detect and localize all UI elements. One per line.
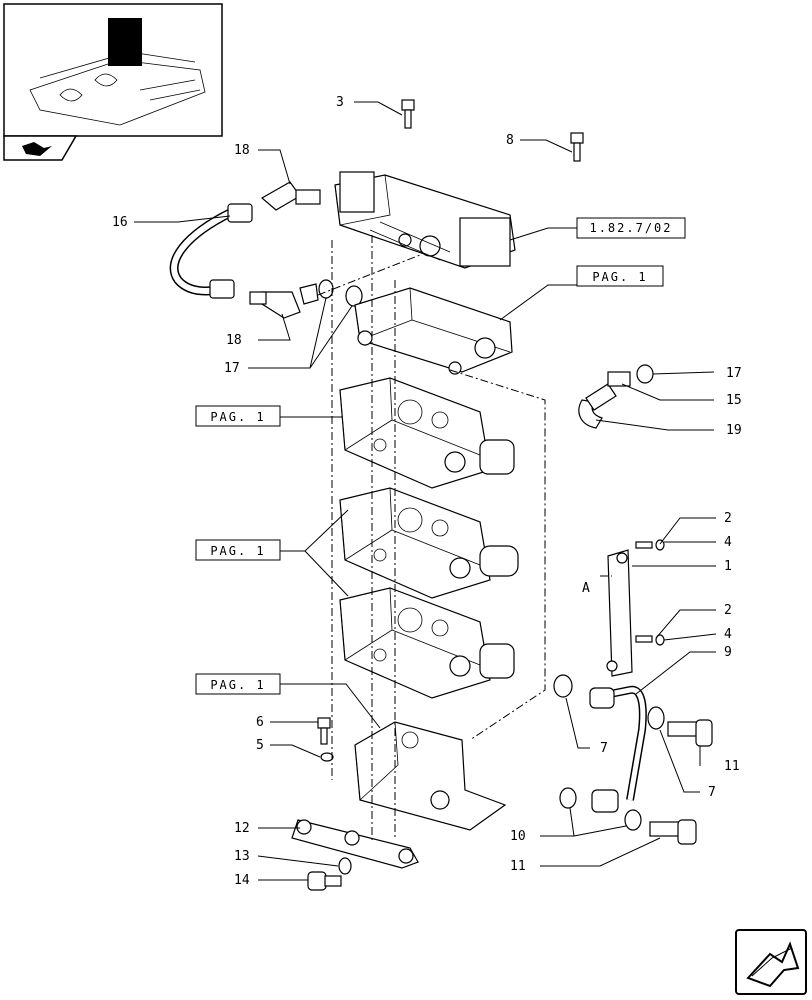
inlet-cover-plate bbox=[354, 287, 513, 375]
bolt-part-6 bbox=[317, 717, 331, 745]
callout-18-bottom: 18 bbox=[226, 333, 242, 348]
leader-lines bbox=[134, 101, 717, 881]
banjo-bolt-part-11a bbox=[667, 719, 713, 747]
bolt-part-8 bbox=[570, 132, 584, 162]
callout-4-bottom: 4 bbox=[724, 627, 732, 642]
callout-15: 15 bbox=[726, 393, 742, 408]
callout-6: 6 bbox=[256, 715, 264, 730]
seal-part-17c bbox=[636, 364, 654, 384]
control-valve-section-2 bbox=[339, 487, 519, 599]
elbow-fitting-part-19 bbox=[578, 383, 617, 429]
callout-4-top: 4 bbox=[724, 535, 732, 550]
callout-3: 3 bbox=[336, 95, 344, 110]
assembly-centerlines bbox=[317, 235, 612, 840]
callout-17-right: 17 bbox=[726, 366, 742, 381]
bolt-part-3 bbox=[401, 99, 415, 129]
callout-1: 1 bbox=[724, 559, 732, 574]
callout-14: 14 bbox=[234, 873, 250, 888]
end-cover bbox=[354, 721, 507, 831]
link-part-12 bbox=[291, 819, 419, 869]
hydraulic-hose-part-16 bbox=[169, 181, 321, 319]
tube-part-9 bbox=[589, 685, 647, 813]
callout-2-top: 2 bbox=[724, 511, 732, 526]
callout-19: 19 bbox=[726, 423, 742, 438]
reference-label: PAG. 1 bbox=[210, 678, 265, 692]
tractor-lift-thumbnail-icon[interactable] bbox=[3, 3, 223, 137]
callout-9: 9 bbox=[724, 645, 732, 660]
callout-labels: 3 8 18 16 18 17 17 15 19 2 4 1 A 2 4 9 6… bbox=[112, 95, 742, 888]
callout-7-right: 7 bbox=[708, 785, 716, 800]
seal-part-7b bbox=[647, 706, 665, 730]
seal-part-10b bbox=[624, 809, 642, 831]
washer-part-4a bbox=[655, 539, 665, 551]
callout-17-left: 17 bbox=[224, 361, 240, 376]
callout-11-bottom: 11 bbox=[510, 859, 526, 874]
screw-part-2a bbox=[635, 541, 653, 549]
catalog-book-icon[interactable] bbox=[3, 135, 78, 161]
callout-2-bottom: 2 bbox=[724, 603, 732, 618]
control-valve-section-3 bbox=[339, 587, 515, 699]
callout-10: 10 bbox=[510, 829, 526, 844]
seal-part-7a bbox=[553, 674, 573, 698]
callout-12: 12 bbox=[234, 821, 250, 836]
callout-11-top: 11 bbox=[724, 759, 740, 774]
washer-part-5 bbox=[320, 752, 334, 762]
solenoid-valve-assembly bbox=[334, 171, 516, 269]
seal-part-17a bbox=[318, 279, 334, 299]
callout-18-top: 18 bbox=[234, 143, 250, 158]
reference-label: PAG. 1 bbox=[210, 410, 265, 424]
screw-part-2b bbox=[635, 635, 653, 643]
adapter-part-15 bbox=[607, 371, 631, 387]
reference-label: PAG. 1 bbox=[592, 270, 647, 284]
reference-box-pag-1-top[interactable]: PAG. 1 bbox=[576, 265, 664, 287]
reference-label: PAG. 1 bbox=[210, 544, 265, 558]
banjo-bolt-part-11b bbox=[649, 819, 697, 845]
bracket-part-1 bbox=[606, 549, 633, 677]
screw-part-14 bbox=[307, 871, 342, 891]
seal-part-10a bbox=[559, 787, 577, 809]
reference-box-1-82-7-02[interactable]: 1.82.7/02 bbox=[576, 217, 686, 239]
control-valve-section-1 bbox=[339, 377, 515, 489]
seal-part-17b bbox=[345, 285, 363, 307]
next-page-arrow-icon[interactable] bbox=[735, 929, 807, 995]
callout-7-left: 7 bbox=[600, 741, 608, 756]
reference-box-pag-1-section-1[interactable]: PAG. 1 bbox=[195, 405, 281, 427]
reference-box-pag-1-end-cover[interactable]: PAG. 1 bbox=[195, 673, 281, 695]
callout-16: 16 bbox=[112, 215, 128, 230]
reference-box-pag-1-section-2[interactable]: PAG. 1 bbox=[195, 539, 281, 561]
reference-label: 1.82.7/02 bbox=[589, 221, 672, 235]
washer-part-13 bbox=[338, 857, 352, 875]
callout-8: 8 bbox=[506, 133, 514, 148]
callout-A: A bbox=[582, 581, 590, 596]
callout-5: 5 bbox=[256, 738, 264, 753]
callout-13: 13 bbox=[234, 849, 250, 864]
